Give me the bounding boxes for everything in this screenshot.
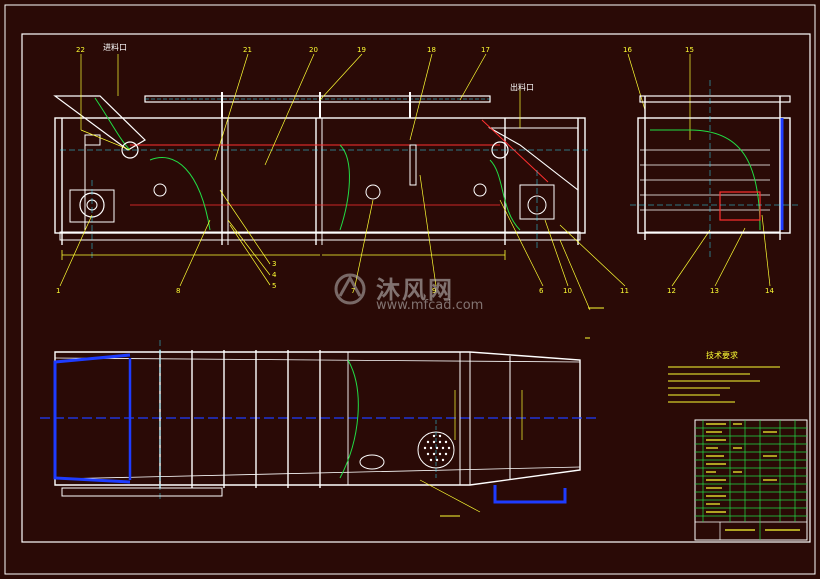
part-number: 6 bbox=[539, 287, 544, 295]
top-leaders bbox=[80, 53, 691, 166]
part-number: 20 bbox=[309, 46, 318, 54]
part-number: 7 bbox=[351, 287, 355, 295]
part-number: 14 bbox=[765, 287, 774, 295]
watermark-title: 沐风网 bbox=[376, 276, 454, 304]
part-number: 3 bbox=[272, 260, 276, 268]
part-number: 8 bbox=[176, 287, 180, 295]
watermark-logo bbox=[334, 273, 366, 305]
part-number: 19 bbox=[357, 46, 366, 54]
part-number: 12 bbox=[667, 287, 676, 295]
tech-notes bbox=[668, 366, 780, 403]
feed-inlet-label: 进料口 bbox=[103, 42, 127, 52]
part-number: 18 bbox=[427, 46, 436, 54]
plan-view bbox=[40, 340, 600, 513]
part-number: 13 bbox=[710, 287, 719, 295]
part-number: 22 bbox=[76, 46, 85, 54]
part-number: 21 bbox=[243, 46, 252, 54]
bottom-leaders bbox=[59, 174, 771, 311]
part-number: 10 bbox=[563, 287, 572, 295]
watermark: 沐风网 www.mfcad.com bbox=[328, 268, 498, 314]
front-view bbox=[53, 92, 590, 260]
part-number: 5 bbox=[272, 282, 276, 290]
tech-requirements-title: 技术要求 bbox=[706, 350, 738, 360]
part-number: 11 bbox=[620, 287, 629, 295]
part-number: 17 bbox=[481, 46, 490, 54]
title-block-text bbox=[706, 423, 800, 531]
watermark-url: www.mfcad.com bbox=[376, 298, 484, 313]
inner-border bbox=[21, 33, 811, 543]
discharge-outlet-label: 出料口 bbox=[510, 82, 534, 92]
part-number: 9 bbox=[432, 287, 436, 295]
part-number: 1 bbox=[56, 287, 60, 295]
outer-border bbox=[4, 4, 816, 575]
part-number: 16 bbox=[623, 46, 632, 54]
part-number: 15 bbox=[685, 46, 694, 54]
side-view bbox=[630, 80, 800, 260]
title-block bbox=[694, 419, 808, 541]
part-number: 4 bbox=[272, 271, 277, 279]
